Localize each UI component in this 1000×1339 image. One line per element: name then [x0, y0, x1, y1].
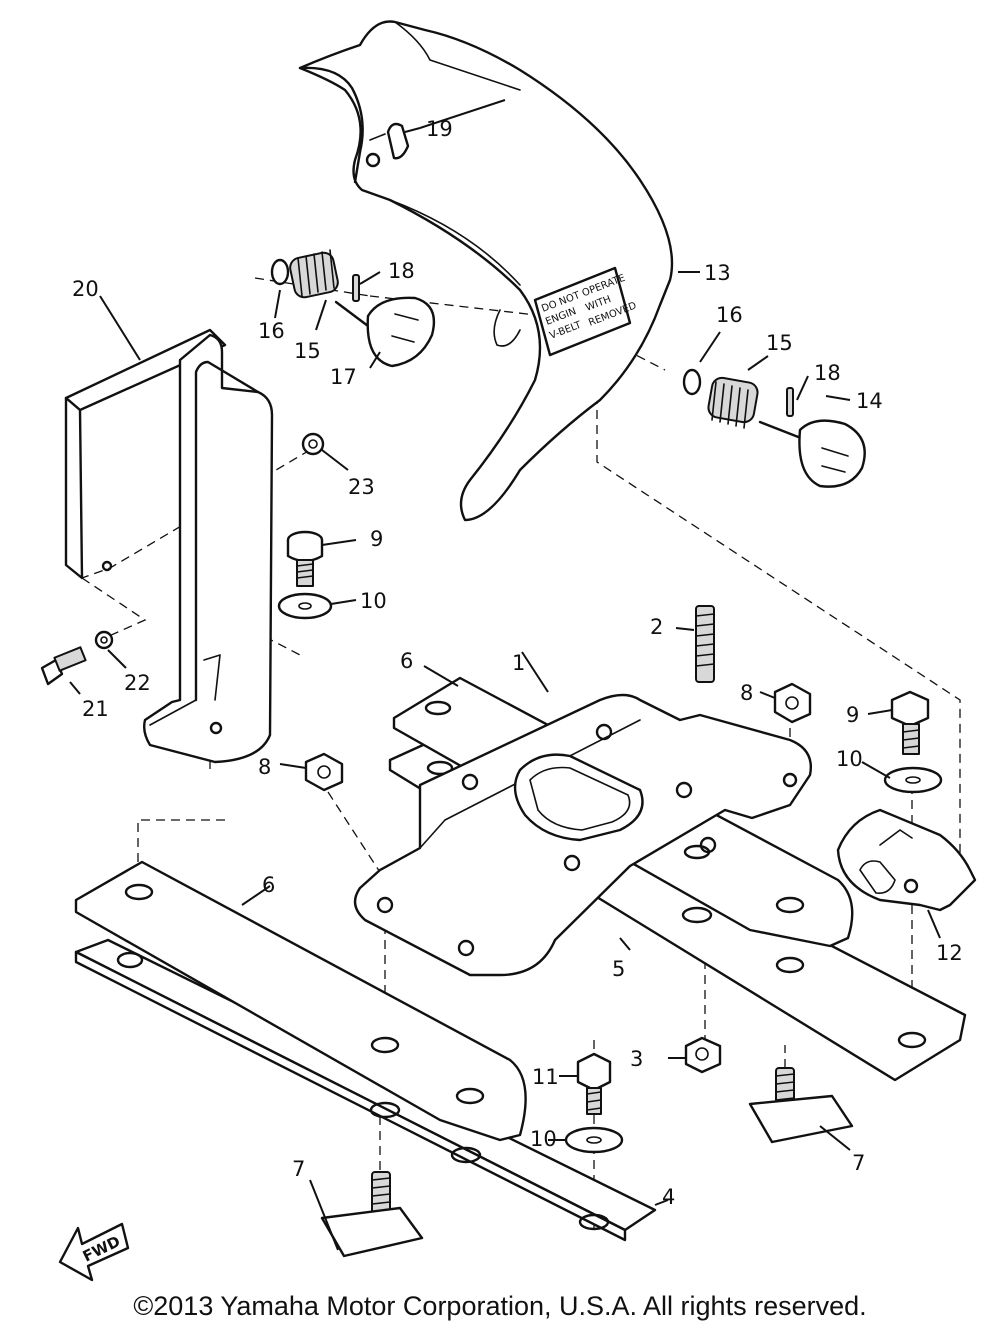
- part-9-bolt-left: [286, 530, 324, 587]
- callout-16a: 16: [258, 319, 285, 343]
- callout-6a: 6: [400, 649, 413, 673]
- part-6-plate-lower: [74, 860, 527, 1142]
- callout-18b: 18: [814, 361, 841, 385]
- callout-12: 12: [936, 941, 963, 965]
- part-3-nut: [684, 1036, 722, 1074]
- part-15-spring-right: [707, 376, 759, 429]
- right-knob-assembly: [682, 368, 866, 488]
- part-15-spring-left: [289, 249, 339, 299]
- callout-7a: 7: [292, 1157, 305, 1181]
- callout-3: 3: [630, 1047, 643, 1071]
- part-17-knob-left: [334, 296, 436, 368]
- part-14-knob-right: [758, 419, 866, 488]
- exploded-view: DO NOT OPERATE ENGIN WITH V-BELT REMOVED: [40, 20, 977, 1282]
- part-13-drive-cover: DO NOT OPERATE ENGIN WITH V-BELT REMOVED: [298, 20, 674, 522]
- callout-15a: 15: [294, 339, 321, 363]
- callout-7b: 7: [852, 1151, 865, 1175]
- copyright-notice: ©2013 Yamaha Motor Corporation, U.S.A. A…: [133, 1291, 867, 1321]
- callout-21: 21: [82, 697, 109, 721]
- leader-lines: [69, 99, 941, 1251]
- callout-14: 14: [856, 389, 883, 413]
- part-10-washer-left: [277, 592, 333, 620]
- callout-10a: 10: [360, 589, 387, 613]
- left-knob-assembly: [270, 249, 436, 368]
- callout-19: 19: [426, 117, 453, 141]
- callout-numbers: 1 2 3 4 5 6 6 7 7 8 8 9 9 10 10 10 11 12…: [72, 117, 963, 1209]
- part-21-bolt: [40, 646, 87, 686]
- callout-9b: 9: [846, 703, 859, 727]
- callout-23: 23: [348, 475, 375, 499]
- callout-10b: 10: [836, 747, 863, 771]
- callout-13: 13: [704, 261, 731, 285]
- part-4-plate: [74, 938, 657, 1242]
- part-20-bracket: [64, 328, 274, 764]
- callout-8a: 8: [258, 755, 271, 779]
- callout-4: 4: [662, 1185, 675, 1209]
- callout-1: 1: [512, 651, 525, 675]
- callout-9a: 9: [370, 527, 383, 551]
- callout-16b: 16: [716, 303, 743, 327]
- part-19-clip: [386, 122, 410, 160]
- part-1-mount-plate: [353, 693, 812, 977]
- callout-18a: 18: [388, 259, 415, 283]
- callout-2: 2: [650, 615, 663, 639]
- part-10-washer-right: [883, 766, 943, 794]
- part-7-stud-plate-right: [748, 1067, 854, 1144]
- callout-11: 11: [532, 1065, 559, 1089]
- callout-5: 5: [612, 957, 625, 981]
- part-12-clip-bracket: [836, 808, 977, 912]
- callout-15b: 15: [766, 331, 793, 355]
- callout-20: 20: [72, 277, 99, 301]
- part-23-nut: [301, 432, 325, 456]
- part-7-stud-plate-left: [320, 1171, 424, 1258]
- fwd-arrow-icon: FWD: [58, 1222, 130, 1282]
- callout-22: 22: [124, 671, 151, 695]
- warning-decal: DO NOT OPERATE ENGIN WITH V-BELT REMOVED: [533, 266, 638, 357]
- part-2-stud: [695, 605, 715, 683]
- callout-8b: 8: [740, 681, 753, 705]
- part-11-bolt: [576, 1052, 612, 1115]
- callout-17: 17: [330, 365, 357, 389]
- callout-6b: 6: [262, 873, 275, 897]
- part-22-washer: [94, 630, 114, 650]
- part-8-nut-left: [304, 752, 344, 792]
- part-9-bolt-right: [890, 690, 930, 755]
- part-8-nut-right: [773, 682, 812, 724]
- callout-10c: 10: [530, 1127, 557, 1151]
- part-10-washer-bottom: [564, 1126, 624, 1154]
